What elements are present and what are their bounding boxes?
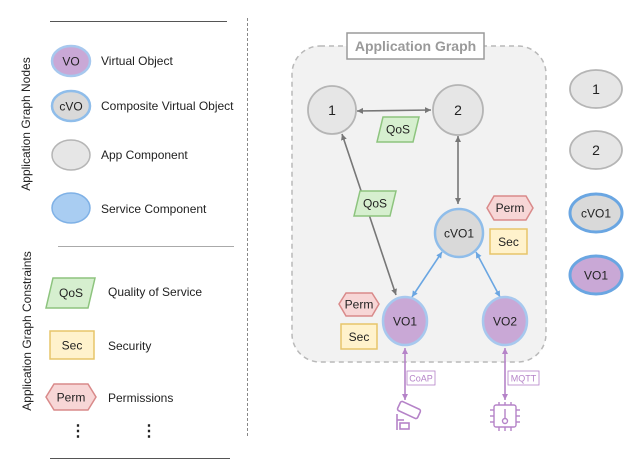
sec-constraint-cvo1	[489, 228, 528, 255]
legend-qos-label: Quality of Service	[108, 285, 203, 299]
perm-constraint-vo1	[338, 292, 380, 317]
legend-ellipsis-left: ⋮	[70, 423, 86, 440]
legend-cvo-badge: cVO	[59, 100, 82, 114]
legend-constraint-icons: QoS Sec Perm	[45, 277, 97, 411]
coap-label-box	[406, 370, 436, 386]
legend-sec-badge: Sec	[62, 339, 83, 353]
legend-cvo-node	[50, 89, 92, 123]
qos-constraint-mid-label: QoS	[363, 197, 387, 211]
temperature-sensor-icon	[490, 402, 520, 431]
legend-service-label: Service Component	[101, 202, 207, 216]
legend-sec-label: Security	[108, 339, 152, 353]
legend-sec-shape	[49, 330, 95, 360]
sec-constraint-vo1	[340, 323, 378, 350]
app-node-2	[432, 84, 484, 136]
app-node-2-label: 2	[454, 102, 462, 118]
right-node-1	[569, 69, 623, 109]
sec-constraint-vo1-label: Sec	[349, 330, 370, 344]
panel-separator	[247, 18, 248, 436]
edge-1-2	[356, 107, 432, 114]
legend-ellipsis-right: ⋮	[141, 423, 157, 440]
cvo1-node-label: cVO1	[444, 227, 474, 241]
vo2-node-label: VO2	[493, 315, 517, 329]
legend-service-node	[51, 192, 91, 224]
right-node-2	[569, 130, 623, 170]
edge-cvo1-vo1	[411, 251, 443, 298]
cvo1-node	[433, 207, 485, 259]
qos-constraint-top	[376, 116, 420, 143]
legend-qos-badge: QoS	[59, 286, 83, 300]
right-node-2-label: 2	[592, 142, 600, 158]
right-node-1-label: 1	[592, 81, 600, 97]
right-node-vo1	[568, 254, 624, 296]
camera-icon	[396, 400, 422, 430]
vo2-node	[481, 295, 529, 347]
perm-constraint-vo1-label: Perm	[345, 298, 374, 312]
legend-vo-node	[50, 44, 92, 78]
legend-node-icons: VO cVO	[50, 44, 92, 224]
legend-vo-label: Virtual Object	[101, 54, 173, 68]
vo1-node	[381, 295, 429, 347]
legend-app-label: App Component	[101, 148, 188, 162]
mqtt-label-box	[507, 370, 540, 386]
legend-perm-label: Permissions	[108, 391, 174, 405]
perm-constraint-cvo1-label: Perm	[496, 201, 525, 215]
right-node-cvo1-label: cVO1	[581, 207, 611, 221]
legend-bottom-divider	[50, 458, 230, 459]
edge-cvo1-vo2	[475, 251, 501, 298]
legend-vo-badge: VO	[62, 55, 79, 69]
qos-constraint-mid	[353, 190, 397, 217]
application-graph-title-box	[346, 32, 485, 60]
mqtt-label: MQTT	[511, 374, 537, 384]
perm-constraint-cvo1	[486, 195, 534, 221]
legend-cvo-label: Composite Virtual Object	[101, 99, 234, 113]
right-node-vo1-label: VO1	[584, 269, 608, 283]
sec-constraint-cvo1-label: Sec	[498, 235, 519, 249]
application-graph-title: Application Graph	[355, 38, 476, 54]
legend-app-node	[51, 139, 91, 171]
right-node-cvo1	[568, 192, 624, 234]
legend-perm-shape	[45, 383, 97, 411]
legend-perm-badge: Perm	[57, 391, 86, 405]
coap-label: CoAP	[409, 374, 433, 384]
app-node-1	[307, 85, 357, 135]
qos-constraint-top-label: QoS	[386, 123, 410, 137]
legend-top-divider	[50, 21, 227, 22]
legend-mid-divider	[58, 246, 234, 247]
legend-qos-shape	[45, 277, 96, 309]
vo1-node-label: VO1	[393, 315, 417, 329]
app-node-1-label: 1	[328, 102, 336, 118]
